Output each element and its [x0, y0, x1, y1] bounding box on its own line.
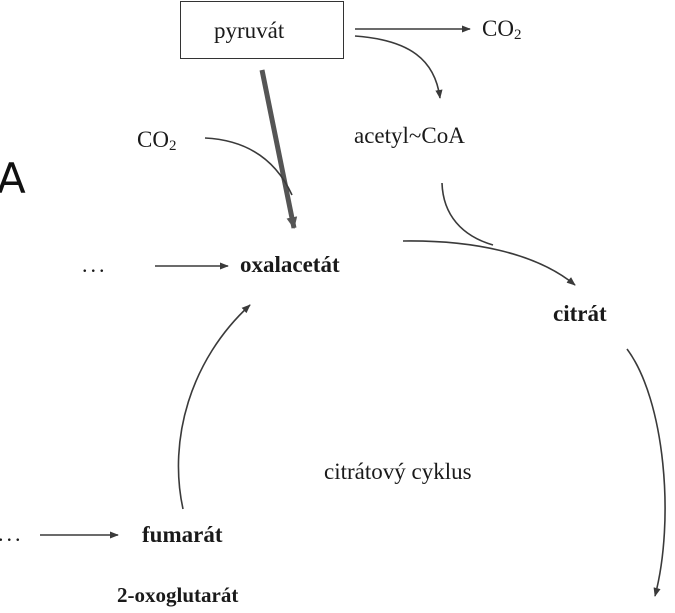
- pyruvate-box: [180, 1, 344, 59]
- arrow-pyruvate-to-oxaloacetate-thick: [259, 69, 298, 230]
- acetyl-coa-label: acetyl~CoA: [354, 123, 465, 148]
- pyruvate-label: pyruvát: [214, 18, 285, 43]
- cycle-label: citrátový cyklus: [324, 459, 472, 484]
- arrow-pyruvate-to-acetylcoa: [354, 35, 443, 99]
- side-letter: A: [0, 154, 26, 203]
- dots-upper: ...: [82, 252, 108, 277]
- oxaloacetate-label: oxalacetát: [240, 252, 340, 277]
- fumarate-label: fumarát: [142, 522, 223, 547]
- dots-lower: ...: [0, 521, 24, 546]
- citrate-label: citrát: [553, 301, 607, 326]
- arrow-citrate-onward: [626, 348, 666, 597]
- oxoglutarate-label: 2-oxoglutarát: [117, 583, 239, 607]
- co2-product-label: CO2: [482, 16, 522, 43]
- arrow-fumarate-to-oxaloacetate: [177, 304, 251, 510]
- arrow-oxaloacetate-to-citrate: [402, 240, 576, 286]
- co2-substrate-label: CO2: [137, 127, 177, 154]
- arrow-acetylcoa-joining: [441, 182, 494, 246]
- arrow-co2-to-oxaloacetate: [204, 137, 293, 196]
